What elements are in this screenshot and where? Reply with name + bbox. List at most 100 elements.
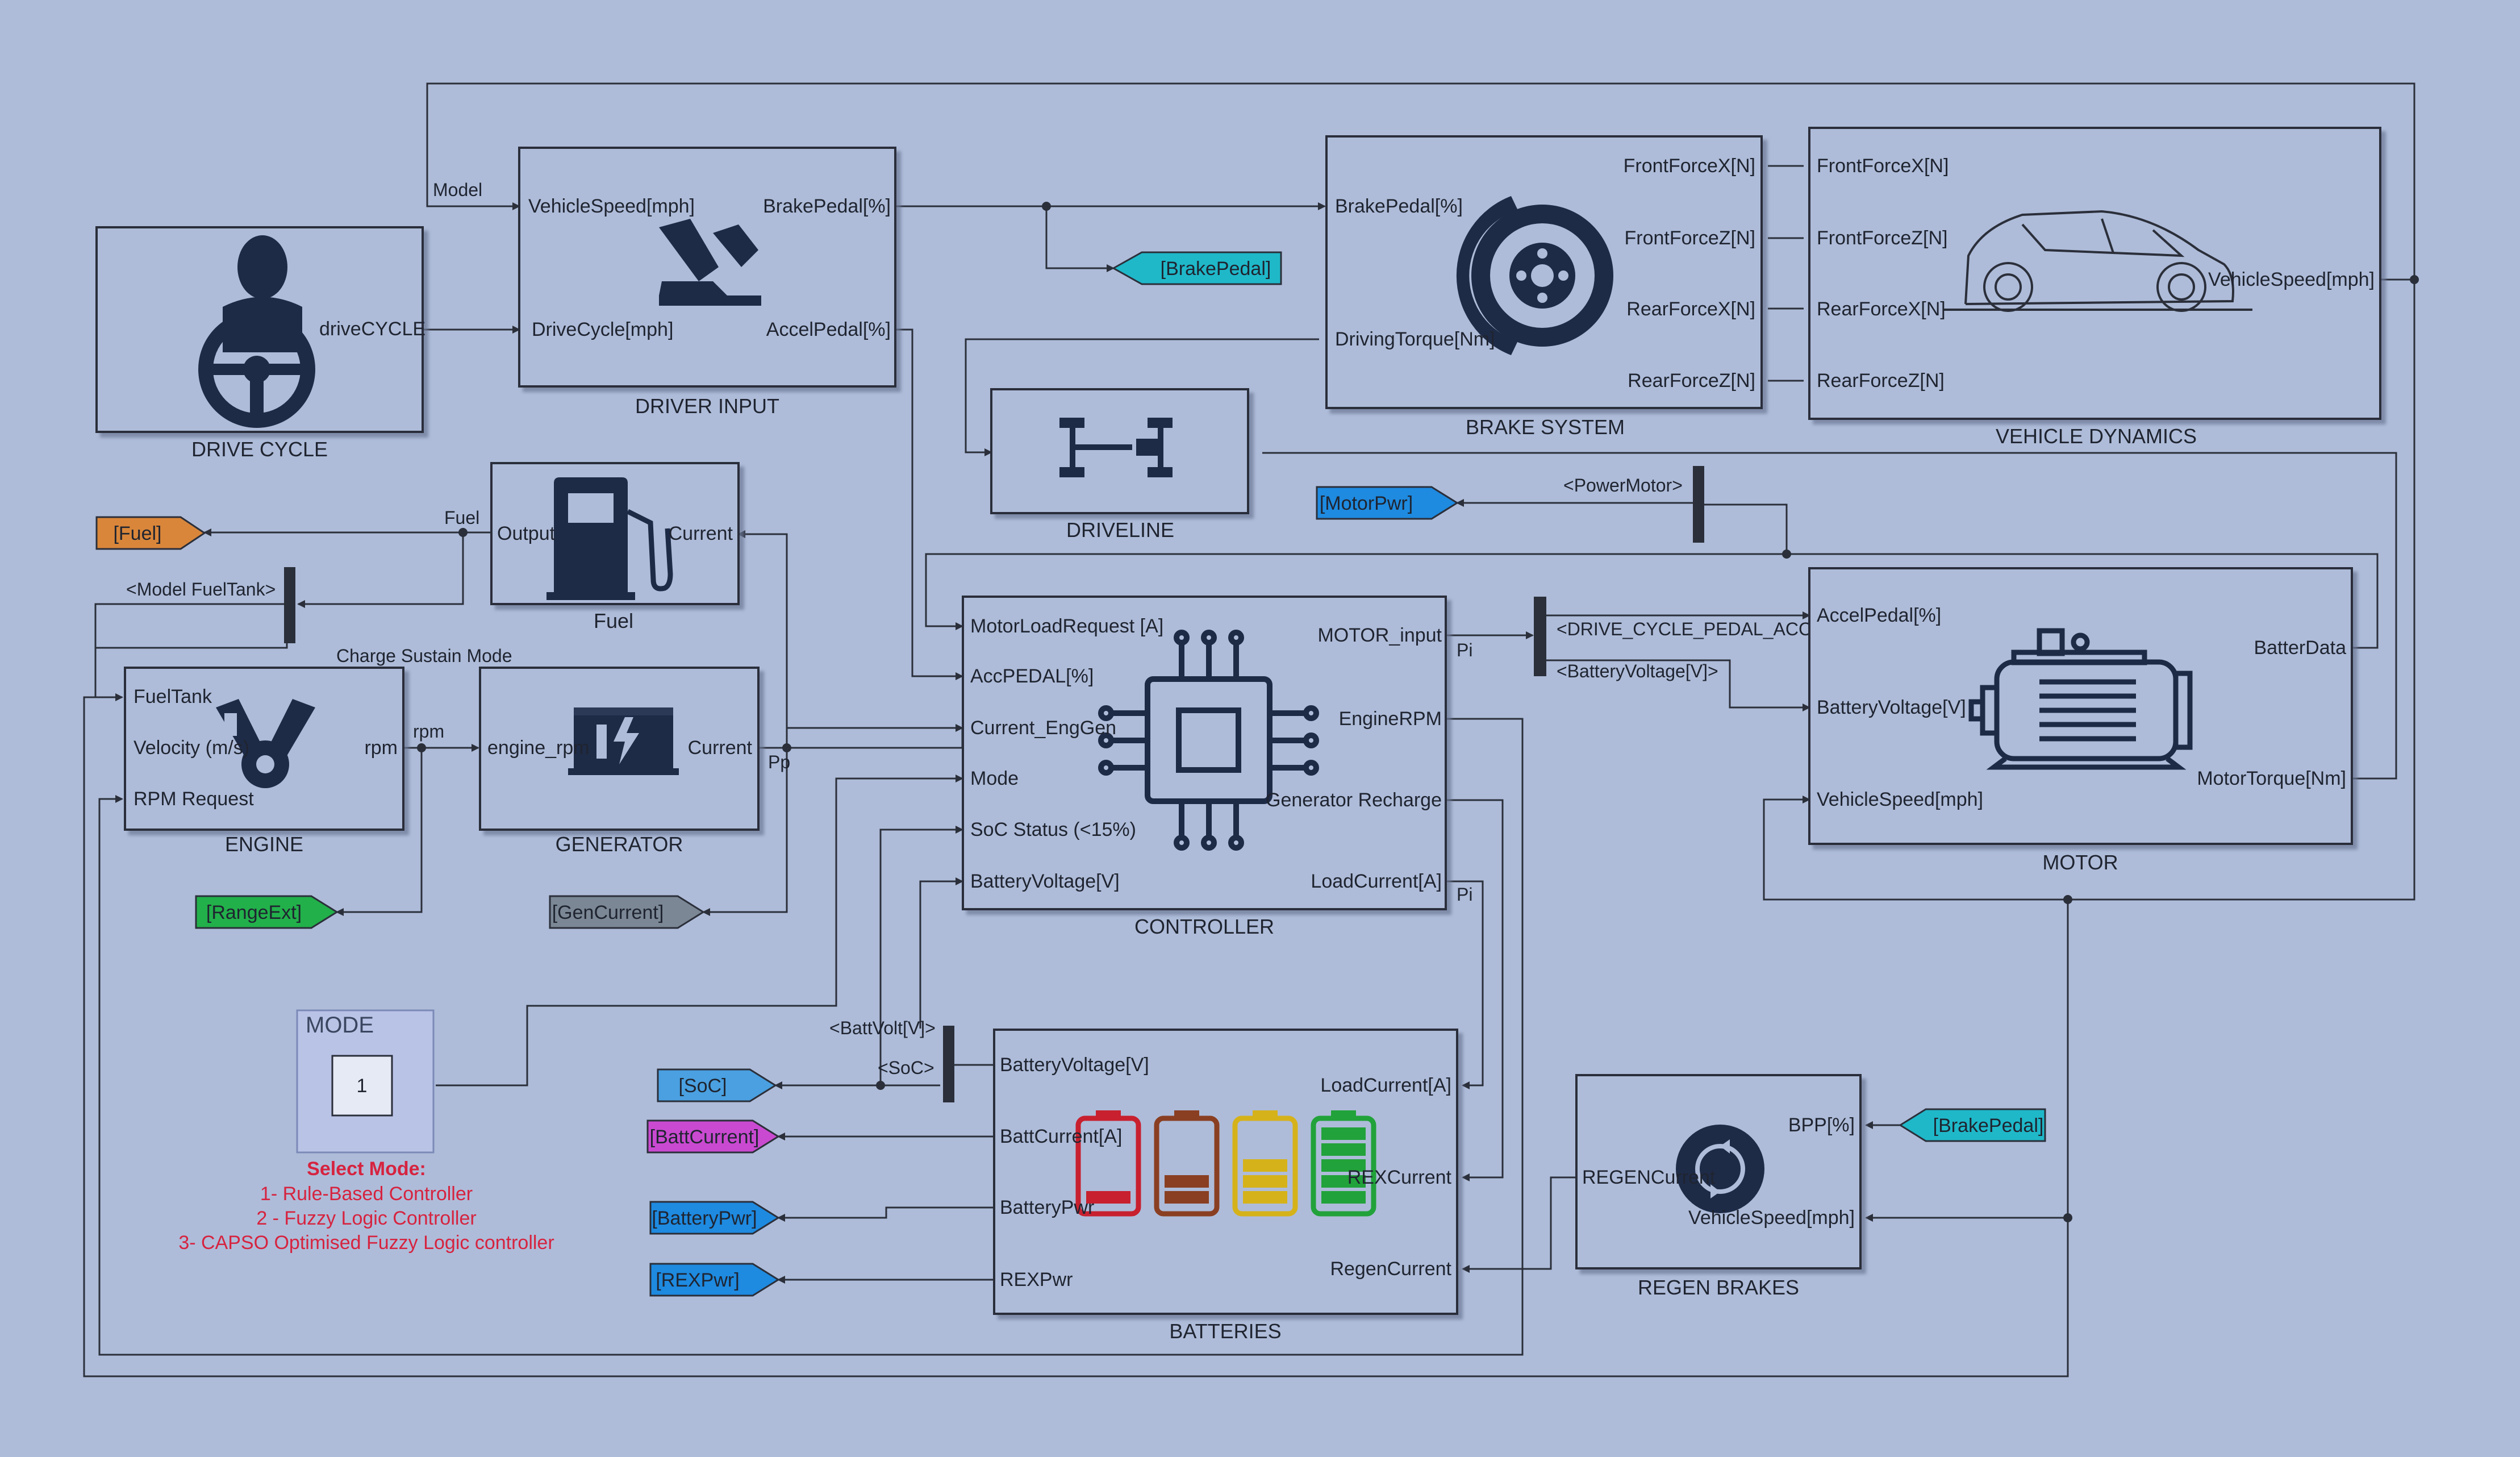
- port-front-force-z[interactable]: FrontForceZ[N]: [1625, 227, 1755, 249]
- port-batt-current[interactable]: BattCurrent[A]: [1000, 1126, 1122, 1147]
- port-gen-current[interactable]: Current: [688, 737, 753, 759]
- port-rear-force-x[interactable]: RearForceX[N]: [1626, 298, 1755, 320]
- port-front-force-x[interactable]: FrontForceX[N]: [1624, 155, 1755, 177]
- block-brake-system[interactable]: BrakePedal[%] DrivingTorque[Nm] FrontFor…: [1325, 135, 1763, 439]
- port-fuel-current[interactable]: Current: [669, 523, 733, 544]
- wire-battv-ctrl[interactable]: [919, 877, 963, 1029]
- wire-battv-to-motor[interactable]: [1546, 659, 1810, 711]
- port-acc-pedal[interactable]: AccPEDAL[%]: [970, 665, 1094, 687]
- tag-batt-current[interactable]: [BattCurrent]: [646, 1119, 780, 1154]
- port-vd-front-force-x[interactable]: FrontForceX[N]: [1817, 155, 1949, 177]
- wire-gen-recharge[interactable]: [1446, 799, 1504, 1181]
- tag-range-ext[interactable]: [RangeExt]: [195, 895, 339, 929]
- signal-drive-cycle-pedal: <DRIVE_CYCLE_PEDAL_ACC (%)>: [1557, 619, 1855, 639]
- port-battery-pwr[interactable]: BatteryPwr: [1000, 1197, 1094, 1218]
- port-vd-rear-force-z[interactable]: RearForceZ[N]: [1817, 370, 1945, 392]
- port-generator-recharge[interactable]: Generator Recharge: [1266, 789, 1442, 811]
- wire-gen-current-tag[interactable]: [702, 748, 788, 916]
- port-rear-force-z[interactable]: RearForceZ[N]: [1628, 370, 1755, 392]
- port-rex-current[interactable]: REXCurrent: [1347, 1167, 1452, 1188]
- port-batter-data[interactable]: BatterData: [2254, 637, 2346, 659]
- wire-engine-rpm[interactable]: [98, 718, 1524, 1356]
- mode-value[interactable]: 1: [357, 1075, 368, 1097]
- port-rpm-request[interactable]: RPM Request: [133, 788, 254, 810]
- block-batteries[interactable]: BatteryVoltage[V] BattCurrent[A] Battery…: [993, 1029, 1458, 1343]
- port-motor-load-request[interactable]: MotorLoadRequest [A]: [970, 615, 1163, 637]
- block-regen-brakes[interactable]: BPP[%] VehicleSpeed[mph] REGENCurrent RE…: [1575, 1074, 1862, 1299]
- port-accel-pedal[interactable]: AccelPedal[%]: [766, 319, 891, 340]
- port-regen-current-in[interactable]: RegenCurrent: [1330, 1258, 1451, 1280]
- tag-battery-pwr[interactable]: [BatteryPwr]: [649, 1201, 780, 1235]
- port-mode[interactable]: Mode: [970, 768, 1019, 789]
- wire-regen-current[interactable]: [1462, 1176, 1576, 1273]
- port-batt-load-current[interactable]: LoadCurrent[A]: [1320, 1075, 1451, 1096]
- block-motor[interactable]: AccelPedal[%] BatteryVoltage[V] VehicleS…: [1808, 567, 2353, 874]
- bus-motor-input[interactable]: [1534, 597, 1546, 676]
- block-vehicle-dynamics[interactable]: FrontForceX[N] FrontForceZ[N] RearForceX…: [1808, 127, 2381, 448]
- block-controller[interactable]: MotorLoadRequest [A] AccPEDAL[%] Current…: [962, 596, 1447, 938]
- bus-power-motor[interactable]: [1693, 466, 1704, 543]
- block-drive-cycle[interactable]: driveCYCLE DRIVE CYCLE: [95, 226, 425, 461]
- wire-soc-status[interactable]: [879, 826, 963, 1085]
- port-soc-status[interactable]: SoC Status (<15%): [970, 819, 1136, 840]
- port-motor-vehicle-speed[interactable]: VehicleSpeed[mph]: [1817, 789, 1983, 810]
- wire-range-ext[interactable]: [336, 748, 423, 916]
- port-motor-torque[interactable]: MotorTorque[Nm]: [2197, 768, 2346, 789]
- port-motor-battery-voltage[interactable]: BatteryVoltage[V]: [1817, 697, 1966, 718]
- port-driving-torque[interactable]: DrivingTorque[Nm]: [1335, 328, 1495, 350]
- port-brake-pedal[interactable]: BrakePedal[%]: [763, 195, 891, 217]
- port-brake-pedal-in[interactable]: BrakePedal[%]: [1335, 195, 1463, 217]
- tag-brake-pedal-2[interactable]: [BrakePedal]: [1899, 1108, 2046, 1142]
- wire-driving-torque[interactable]: [965, 338, 1319, 456]
- port-fueltank[interactable]: FuelTank: [133, 686, 212, 707]
- wire-motor-load[interactable]: [925, 553, 1787, 630]
- port-motor-accel-pedal[interactable]: AccelPedal[%]: [1817, 605, 1941, 626]
- wire-load-current[interactable]: [1446, 880, 1484, 1089]
- tag-fuel[interactable]: [Fuel]: [95, 516, 206, 550]
- port-engine-rpm-out[interactable]: EngineRPM: [1339, 708, 1442, 730]
- port-vd-vehicle-speed[interactable]: VehicleSpeed[mph]: [2208, 269, 2375, 290]
- tag-gen-current[interactable]: [GenCurrent]: [549, 895, 705, 929]
- port-rex-pwr[interactable]: REXPwr: [1000, 1269, 1073, 1291]
- wire-mode[interactable]: [436, 775, 963, 1086]
- wire-speed-to-motor[interactable]: [1763, 796, 2068, 901]
- port-vehicle-speed[interactable]: VehicleSpeed[mph]: [528, 195, 695, 217]
- port-drive-cycle[interactable]: DriveCycle[mph]: [532, 319, 673, 340]
- block-engine[interactable]: FuelTank Velocity (m/s) RPM Request rpm …: [124, 667, 404, 856]
- tag-rex-pwr[interactable]: [REXPwr]: [649, 1263, 780, 1297]
- wire-vehicle-speed-feedback[interactable]: [426, 82, 2415, 281]
- wire-brake-pedal-tag[interactable]: [1045, 206, 1115, 272]
- port-velocity[interactable]: Velocity (m/s): [133, 737, 249, 759]
- wire-batter-data[interactable]: [1704, 503, 2379, 649]
- port-battery-voltage-ctrl[interactable]: BatteryVoltage[V]: [970, 871, 1120, 892]
- port-regen-vehicle-speed[interactable]: VehicleSpeed[mph]: [1688, 1207, 1855, 1229]
- port-current-enggen[interactable]: Current_EngGen: [970, 717, 1116, 739]
- bus-fueltank[interactable]: [284, 567, 295, 643]
- port-regen-current[interactable]: REGENCurrent: [1582, 1167, 1716, 1188]
- port-bpp[interactable]: BPP[%]: [1788, 1114, 1855, 1136]
- wire-gen-to-fuel[interactable]: [737, 530, 788, 748]
- tag-motor-pwr[interactable]: [MotorPwr]: [1316, 486, 1459, 520]
- block-fuel[interactable]: Output Current Fuel: [490, 462, 740, 632]
- port-load-current-out[interactable]: LoadCurrent[A]: [1311, 871, 1442, 892]
- wire-fuel-bus[interactable]: [297, 532, 464, 608]
- tag-brake-pedal-1[interactable]: [BrakePedal]: [1111, 251, 1282, 285]
- block-mode[interactable]: MODE 1: [296, 1009, 435, 1154]
- block-driver-input[interactable]: VehicleSpeed[mph] DriveCycle[mph] BrakeP…: [518, 147, 896, 418]
- port-engine-rpm[interactable]: rpm: [364, 737, 398, 759]
- port-drivecycle[interactable]: driveCYCLE: [319, 318, 425, 340]
- wire-motor-torque[interactable]: [1262, 452, 2397, 780]
- port-vd-rear-force-x[interactable]: RearForceX[N]: [1817, 298, 1946, 320]
- wire-speed-loop-bottom[interactable]: [83, 280, 2415, 1377]
- wire-battery-pwr[interactable]: [777, 1206, 994, 1222]
- port-engine-rpm-in[interactable]: engine_rpm: [487, 737, 590, 759]
- block-generator[interactable]: engine_rpm Current GENERATOR: [479, 667, 760, 856]
- port-vd-front-force-z[interactable]: FrontForceZ[N]: [1817, 227, 1947, 249]
- wire-accel-pedal[interactable]: [895, 328, 963, 680]
- port-fuel-output[interactable]: Output: [497, 523, 556, 544]
- block-driveline[interactable]: DRIVELINE: [990, 388, 1249, 542]
- tag-soc[interactable]: [SoC]: [657, 1068, 777, 1102]
- bus-batt-volt[interactable]: [943, 1026, 954, 1102]
- port-batt-voltage[interactable]: BatteryVoltage[V]: [1000, 1054, 1149, 1076]
- port-motor-input[interactable]: MOTOR_input: [1317, 625, 1442, 646]
